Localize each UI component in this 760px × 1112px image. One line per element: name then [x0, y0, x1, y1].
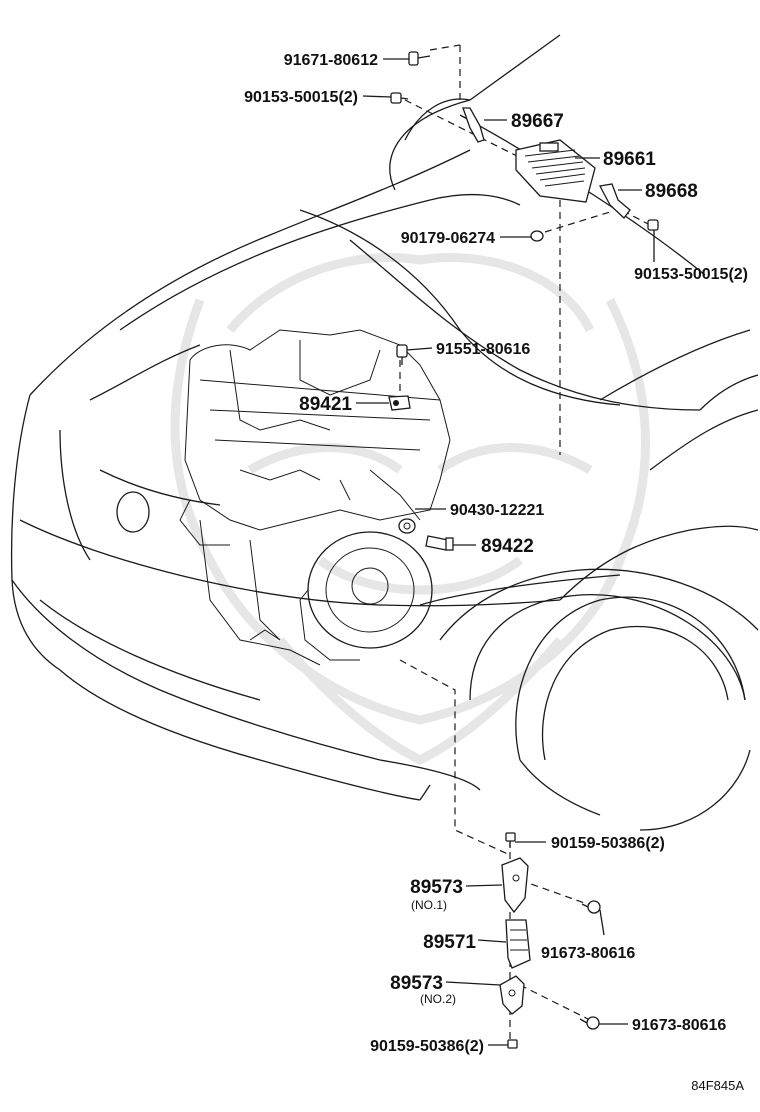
bolt-91673-upper-icon	[581, 900, 601, 914]
label-90159-50386-bottom: 90159-50386(2)	[370, 1038, 484, 1055]
sensor-89421-icon	[388, 395, 411, 411]
label-leaders	[356, 58, 655, 1046]
ecu-89661-icon	[515, 139, 596, 203]
label-89573-no1-sub: (NO.1)	[411, 898, 447, 912]
label-90153-50015-top: 90153-50015(2)	[244, 89, 358, 106]
label-89573-no2-sub: (NO.2)	[420, 992, 456, 1006]
hardware-parts	[388, 51, 659, 1049]
bracket-89667-icon	[462, 107, 485, 143]
watermark-emblem	[170, 253, 650, 766]
label-90179-06274: 90179-06274	[401, 230, 495, 247]
label-89573-no1: 89573	[410, 877, 463, 898]
engine-assembly	[179, 329, 451, 666]
label-89422: 89422	[481, 536, 534, 557]
bracket-89573-no1-icon	[501, 857, 529, 914]
bolt-91671-icon	[408, 51, 431, 66]
bracket-89668-icon	[599, 183, 631, 219]
sensor-89422-icon	[425, 535, 454, 551]
diagram-code: 84F845A	[691, 1078, 744, 1093]
label-89571: 89571	[423, 932, 476, 953]
bolt-91673-lower-icon	[579, 1016, 600, 1030]
gasket-90430-icon	[398, 518, 416, 534]
label-91673-80616-lower: 91673-80616	[632, 1017, 726, 1034]
part-labels: 91671-80612 90153-50015(2) 89667 89661 8…	[244, 52, 748, 1093]
label-89573-no2: 89573	[390, 973, 443, 994]
bolt-90159-bottom-icon	[507, 1039, 518, 1049]
label-89661: 89661	[603, 149, 656, 170]
label-91673-80616-upper: 91673-80616	[541, 945, 635, 962]
sensor-89571-icon	[505, 919, 531, 969]
label-91551-80616: 91551-80616	[436, 341, 530, 358]
label-89668: 89668	[645, 181, 698, 202]
bolt-91551-icon	[396, 344, 408, 365]
label-90430-12221: 90430-12221	[450, 502, 544, 519]
bolt-90159-top-icon	[505, 832, 516, 848]
bolt-90153-right-icon	[647, 219, 659, 231]
bracket-89573-no2-icon	[499, 975, 525, 1015]
bolt-90153-top-icon	[390, 92, 409, 104]
label-89667: 89667	[511, 111, 564, 132]
vehicle-body-outline	[10, 34, 759, 831]
label-89421: 89421	[299, 394, 352, 415]
label-90159-50386-top: 90159-50386(2)	[551, 835, 665, 852]
nut-90179-icon	[530, 230, 544, 242]
label-90153-50015-right: 90153-50015(2)	[634, 266, 748, 283]
label-91671-80612: 91671-80612	[284, 52, 378, 69]
